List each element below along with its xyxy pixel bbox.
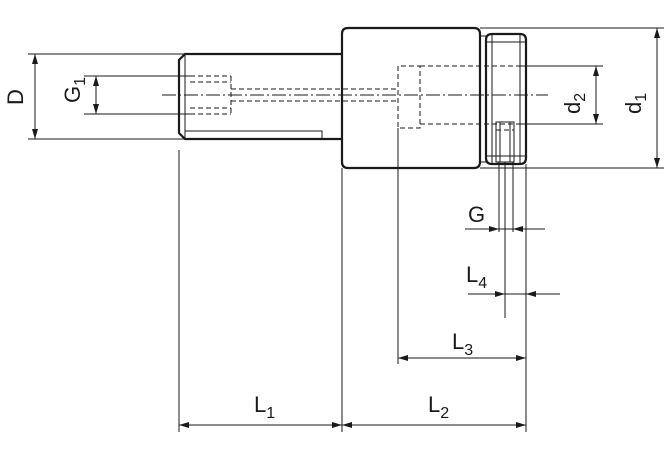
- label-L3: L3: [452, 329, 473, 359]
- dimension-G: [465, 226, 545, 232]
- dimension-G1: [84, 75, 192, 115]
- dimension-L3: [397, 128, 527, 432]
- dimension-d1: [480, 27, 664, 169]
- dimension-d2: [520, 65, 603, 125]
- body: [340, 26, 482, 170]
- dimension-D: [28, 53, 185, 140]
- set-screw: [495, 121, 515, 318]
- label-D: D: [3, 89, 28, 105]
- label-G1: G1: [60, 77, 89, 103]
- label-L4: L4: [466, 262, 487, 292]
- dimension-L1-L2: [178, 150, 526, 432]
- label-d2: d2: [560, 93, 589, 114]
- hidden-lines: [190, 65, 526, 129]
- label-d1: d1: [621, 93, 650, 114]
- label-G: G: [468, 202, 485, 227]
- label-L2: L2: [428, 392, 449, 422]
- shank: [177, 52, 342, 141]
- dimension-L4: [468, 291, 560, 297]
- locking-collar: [480, 32, 528, 166]
- label-L1: L1: [254, 392, 275, 422]
